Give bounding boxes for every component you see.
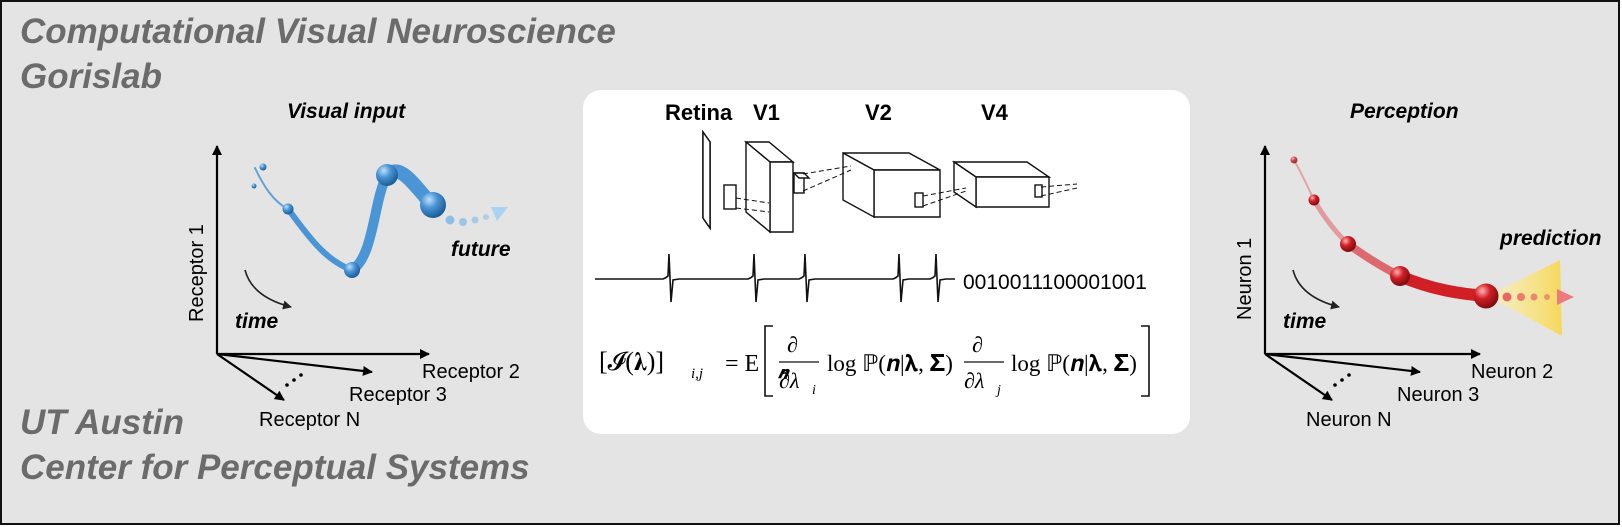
v2-block xyxy=(842,151,941,219)
area-label-v2: V2 xyxy=(865,100,892,125)
neuron-3-label: Neuron 3 xyxy=(1397,384,1479,406)
right-time-arrow xyxy=(1292,269,1340,310)
log-likelihood-term-1: log ℙ(𝒏|𝛌, 𝚺) xyxy=(827,351,953,376)
perception-title: Perception xyxy=(1350,100,1459,123)
retina-sheet xyxy=(702,129,737,231)
eq-lhs: [𝓘(𝛌)] xyxy=(599,347,664,376)
binary-code: 0010011100001001 xyxy=(963,271,1147,294)
receptor-n-label: Receptor N xyxy=(259,409,360,431)
prediction-cone xyxy=(1488,260,1562,336)
area-label-retina: Retina xyxy=(665,100,733,125)
lab-title: Computational Visual Neuroscience xyxy=(20,12,616,51)
partial-i-sub: i xyxy=(812,383,816,398)
neuron-1-label: Neuron 1 xyxy=(1234,238,1256,320)
right-time-label: time xyxy=(1283,310,1327,333)
cnn-layers xyxy=(702,129,1052,234)
partial-j-sub: j xyxy=(995,383,1001,398)
right-bracket xyxy=(1141,325,1150,397)
receptor-2-label: Receptor 2 xyxy=(422,361,520,383)
perception-samples xyxy=(1290,156,1499,309)
future-label: future xyxy=(451,238,511,261)
eq-expectation: = E xyxy=(725,351,759,377)
receptive-field-links xyxy=(735,165,1078,213)
eq-expectation-sub: 𝒏 xyxy=(778,365,790,382)
left-time-label: time xyxy=(235,310,279,333)
spike-train xyxy=(595,253,955,303)
left-axis-ellipsis xyxy=(285,373,303,387)
left-axes xyxy=(212,145,430,401)
right-axes xyxy=(1260,145,1481,401)
area-label-v1: V1 xyxy=(753,100,780,125)
eq-lhs-sub: i,j xyxy=(691,366,703,382)
left-time-arrow xyxy=(244,269,292,310)
receptor-3-label: Receptor 3 xyxy=(349,384,447,406)
neuron-n-label: Neuron N xyxy=(1306,409,1392,431)
log-likelihood-term-2: log ℙ(𝒏|𝛌, 𝚺) xyxy=(1011,351,1137,376)
visual-input-title: Visual input xyxy=(287,100,406,123)
left-bracket xyxy=(764,325,773,397)
model-card: Retina V1 V2 V4 xyxy=(583,90,1190,434)
visual-input-samples xyxy=(251,163,446,278)
perception-future xyxy=(1502,289,1574,305)
v4-block xyxy=(951,160,1052,209)
perception-trajectory xyxy=(1293,159,1492,302)
right-axis-ellipsis xyxy=(1333,373,1351,387)
lab-name: Gorislab xyxy=(20,57,162,96)
partial-i-denom: ∂λ xyxy=(779,368,799,393)
fisher-equation: [𝓘(𝛌)] i,j = E 𝒏 ∂ ∂λ i log ℙ(𝒏|𝛌, 𝚺) ∂ … xyxy=(599,325,1150,398)
university-name: UT Austin xyxy=(20,403,184,442)
center-name: Center for Perceptual Systems xyxy=(20,448,530,487)
partial-j-numer: ∂ xyxy=(972,332,983,357)
v1-block xyxy=(744,140,811,234)
partial-j-denom: ∂λ xyxy=(964,368,984,393)
visual-input-future xyxy=(445,207,508,226)
prediction-label: prediction xyxy=(1499,227,1602,250)
neuron-2-label: Neuron 2 xyxy=(1471,361,1553,383)
receptor-1-label: Receptor 1 xyxy=(186,224,208,322)
area-label-v4: V4 xyxy=(981,100,1009,125)
model-diagram: Retina V1 V2 V4 xyxy=(595,100,1150,398)
partial-i-numer: ∂ xyxy=(787,332,798,357)
